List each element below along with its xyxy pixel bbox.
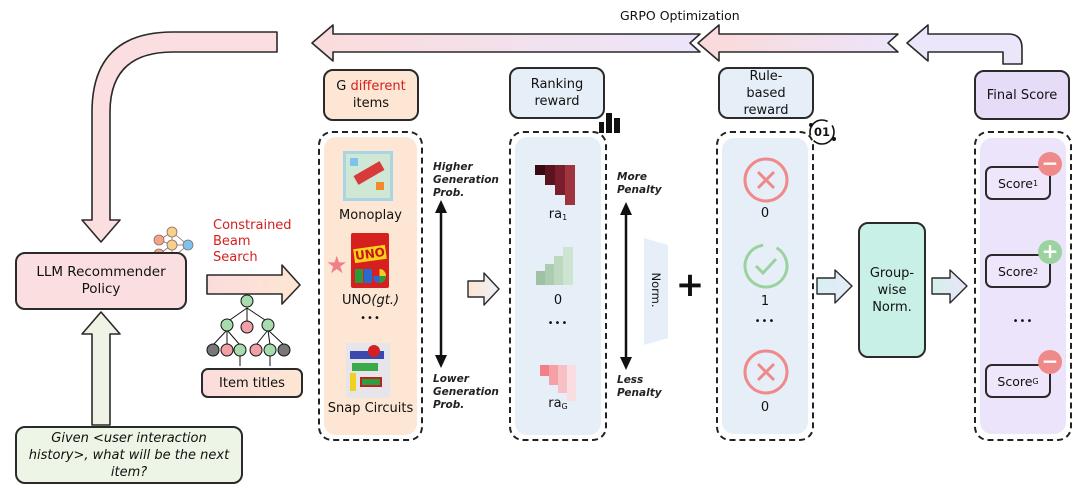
cross-icon (743, 157, 789, 203)
group-norm-label: Group-wise Norm. (869, 265, 915, 315)
rule-value-g: 0 (760, 400, 770, 415)
items-ellipsis: ••• (360, 313, 381, 324)
check-icon (743, 243, 789, 289)
ranking-ellipsis: ••• (547, 318, 569, 329)
norm-label: Norm. (649, 272, 663, 308)
beam-tree-icon (206, 294, 291, 366)
ranking-header-box: Ranking reward (509, 67, 605, 119)
minus-badge-icon: − (1038, 152, 1062, 176)
item-monoplay-label: Monoplay (339, 208, 402, 223)
items-header-box: G different items (323, 69, 419, 121)
final-score-header-label: Final Score (986, 87, 1058, 103)
binary-cycle-icon (809, 119, 836, 145)
rule-dashed-group (716, 131, 814, 441)
beam-search-arrow (206, 264, 301, 305)
rule-value-2: 1 (760, 294, 770, 309)
item-titles-label: Item titles (219, 375, 285, 391)
rule-value-1: 0 (760, 206, 770, 221)
items-header-highlight: different (350, 79, 406, 94)
bar-chart-icon (599, 113, 620, 133)
item-titles-box: Item titles (201, 368, 303, 398)
ranking-label-1: ra1 (548, 207, 568, 222)
rule-header-label: Rule-based reward (743, 68, 789, 118)
ranking-header-label: Ranking reward (530, 77, 584, 109)
llm-policy-box: LLM Recommender Policy (15, 252, 187, 310)
ranking-low-penalty-bars (540, 365, 576, 401)
final-score-header-box: Final Score (974, 70, 1070, 120)
grpo-arrow-segment-3 (906, 24, 1023, 65)
llm-policy-label: LLM Recommender Policy (36, 264, 166, 297)
snap-circuits-image (346, 343, 390, 398)
lower-prob-label: Lower Generation Prob. (433, 373, 499, 411)
items-dashed-group (318, 131, 423, 441)
item-snap-circuits-label: Snap Circuits (327, 401, 414, 416)
rule-to-groupnorm-arrow (816, 269, 853, 304)
constrained-beam-search-label: Constrained Beam Search (213, 218, 292, 265)
rule-ellipsis: ••• (754, 316, 776, 327)
ranking-dashed-group (509, 131, 607, 441)
generation-prob-double-arrow (435, 200, 447, 368)
ranking-label-zero: 0 (553, 293, 563, 308)
input-up-arrow (81, 311, 121, 426)
grpo-optimization-label: GRPO Optimization (620, 8, 740, 23)
items-header-suffix: items (352, 96, 390, 111)
less-penalty-label: Less Penalty (617, 374, 662, 399)
ranking-zero-bars (536, 247, 573, 285)
item-uno-label: UNO(gt.) (341, 293, 400, 308)
rule-header-box: Rule-based reward (718, 67, 814, 119)
groupnorm-to-final-arrow (931, 269, 968, 304)
prompt-text: Given <user interaction history>, what w… (28, 430, 230, 480)
group-norm-box: Group-wise Norm. (858, 222, 926, 358)
ranking-high-penalty-bars (535, 165, 575, 205)
cross-icon (743, 349, 789, 395)
feedback-curved-arrow (81, 31, 278, 243)
grpo-arrow-segment-2 (697, 24, 899, 62)
plus-badge-icon: + (1038, 240, 1062, 264)
items-to-ranking-arrow (467, 272, 500, 306)
penalty-double-arrow (620, 202, 632, 370)
score-ellipsis: ••• (1012, 316, 1034, 327)
uno-image: UNO (351, 233, 389, 288)
ground-truth-star-icon: ★ (326, 251, 348, 279)
binary-badge-label: 01 (813, 125, 830, 139)
ranking-label-g: raG (548, 396, 568, 411)
more-penalty-label: More Penalty (617, 171, 662, 196)
prompt-box: Given <user interaction history>, what w… (15, 426, 243, 484)
items-header-prefix: G (336, 79, 347, 94)
minus-badge-icon: − (1038, 350, 1062, 374)
grpo-arrow-segment-1 (311, 24, 701, 62)
plus-sign: + (675, 265, 705, 305)
norm-trapezoid (644, 238, 668, 345)
final-dashed-group (974, 131, 1072, 441)
monoplay-image (343, 151, 393, 201)
higher-prob-label: Higher Generation Prob. (433, 161, 499, 199)
